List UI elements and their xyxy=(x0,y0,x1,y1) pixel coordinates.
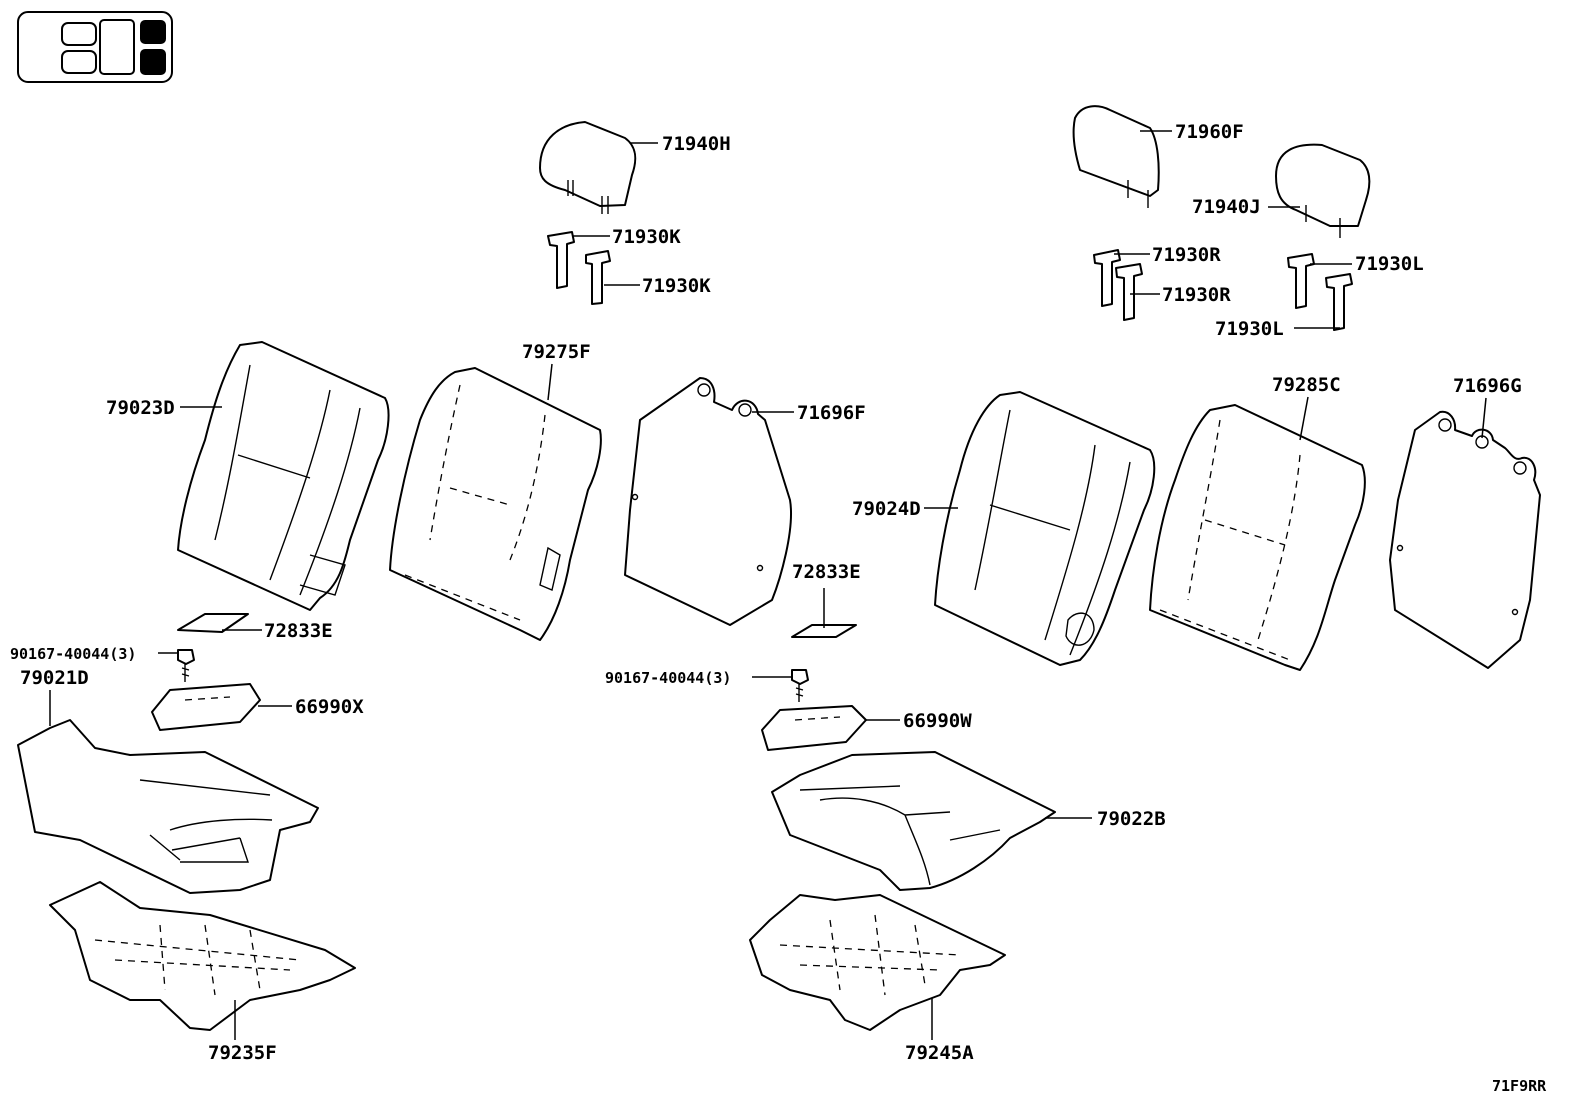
seat-frame-79235f xyxy=(49,881,356,1031)
label-71960f: 71960F xyxy=(1175,121,1244,143)
label-71930l-upper: 71930L xyxy=(1355,253,1424,275)
seatback-cover-79275f xyxy=(389,367,602,641)
label-71930r-lower: 71930R xyxy=(1162,284,1231,306)
headrest-71940j xyxy=(1275,143,1371,238)
pad-72833e-right xyxy=(791,624,857,638)
headrest-guide-71930r xyxy=(1093,249,1143,321)
label-66990w: 66990W xyxy=(903,710,972,732)
label-66990x: 66990X xyxy=(295,696,364,718)
diagram-code: 71F9RR xyxy=(1492,1077,1547,1095)
seat-frame-79245a xyxy=(749,894,1006,1031)
label-90167-left: 90167-40044(3) xyxy=(10,645,136,663)
seat-locator-icon xyxy=(17,11,173,83)
pad-72833e-left xyxy=(177,613,249,633)
seat-cushion-79021d xyxy=(17,719,319,894)
seatback-board-71696g xyxy=(1389,410,1541,669)
label-71696f: 71696F xyxy=(797,402,866,424)
bracket-66990x xyxy=(151,683,261,731)
label-71930k-upper: 71930K xyxy=(612,226,681,248)
label-72833e-left: 72833E xyxy=(264,620,333,642)
seatback-frame-79023d xyxy=(177,341,390,611)
screw-90167-right xyxy=(791,669,809,702)
label-79275f: 79275F xyxy=(522,341,591,363)
headrest-71960f xyxy=(1072,105,1160,208)
leader-lines xyxy=(49,130,1487,1040)
label-79285c: 79285C xyxy=(1272,374,1341,396)
label-71930l-lower: 71930L xyxy=(1215,318,1284,340)
seatback-frame-79024d xyxy=(934,391,1156,666)
screw-90167-left xyxy=(177,649,195,682)
label-90167-right: 90167-40044(3) xyxy=(605,669,731,687)
label-79245a: 79245A xyxy=(905,1042,974,1064)
headrest-71940h xyxy=(539,121,637,214)
label-72833e-right: 72833E xyxy=(792,561,861,583)
seatback-cover-79285c xyxy=(1149,404,1366,671)
label-79023d: 79023D xyxy=(106,397,175,419)
label-79235f: 79235F xyxy=(208,1042,277,1064)
label-71930r-upper: 71930R xyxy=(1152,244,1221,266)
seat-cushion-79022b xyxy=(771,751,1056,891)
label-79022b: 79022B xyxy=(1097,808,1166,830)
label-79024d: 79024D xyxy=(852,498,921,520)
headrest-guide-71930l xyxy=(1287,253,1353,331)
bracket-66990w xyxy=(761,705,867,751)
headrest-guide-71930k xyxy=(547,231,611,305)
label-79021d: 79021D xyxy=(20,667,89,689)
label-71930k-lower: 71930K xyxy=(642,275,711,297)
label-71940h: 71940H xyxy=(662,133,731,155)
label-71940j: 71940J xyxy=(1192,196,1261,218)
label-71696g: 71696G xyxy=(1453,375,1522,397)
seatback-board-71696f xyxy=(624,377,792,626)
